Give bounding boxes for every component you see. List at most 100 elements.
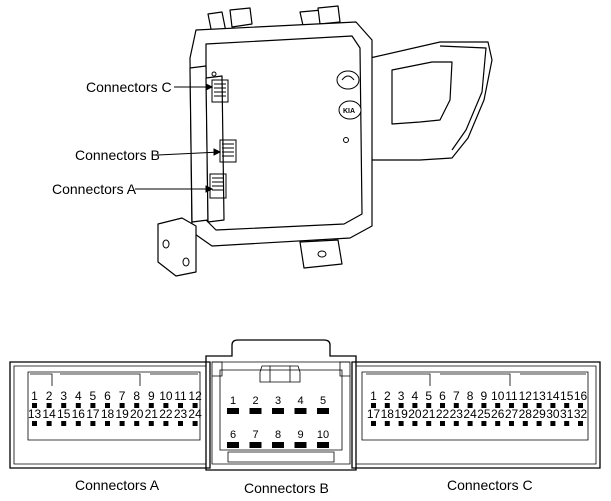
connector-c-pin-18 (384, 421, 390, 426)
connector-a-pin-5 (90, 403, 96, 408)
connector-b-pin-label-8: 8 (275, 429, 281, 441)
connector-c-pin-14 (550, 403, 556, 408)
connector-a-pin-label-20: 20 (130, 407, 144, 421)
connector-c-pin-label-7: 7 (453, 389, 460, 403)
connector-a-pin-17 (90, 421, 96, 426)
connector-c-pin-label-16: 16 (574, 389, 588, 403)
module-body (157, 5, 493, 277)
connector-b-pin-7 (249, 442, 262, 448)
connector-c-pin-label-21: 21 (422, 407, 436, 421)
connector-a-pin-label-9: 9 (148, 389, 155, 403)
callout-connectors-c: Connectors C (86, 79, 172, 95)
connector-c-pin-2 (384, 403, 390, 408)
connector-a-pin-13 (32, 421, 37, 426)
connector-a-pin-24 (192, 421, 198, 426)
connector-c-pin-label-3: 3 (398, 389, 405, 403)
connector-c-pin-12 (522, 403, 528, 408)
connector-b-pin-5 (317, 408, 329, 414)
connector-a-pin-label-15: 15 (57, 407, 71, 421)
connector-a-pin-12 (192, 403, 198, 408)
connector-a-pin-20 (134, 421, 140, 426)
connector-b-pin-label-6: 6 (230, 429, 236, 441)
connector-c-pin-label-1: 1 (370, 389, 377, 403)
connector-b-pin-6 (227, 442, 239, 448)
connector-c-pin-label-15: 15 (560, 389, 574, 403)
connector-a-pin-2 (46, 403, 52, 408)
connector-c-pin-label-8: 8 (467, 389, 474, 403)
connector-a-pin-8 (134, 403, 140, 408)
connector-b-pin-2 (249, 408, 262, 414)
brand-emblems (211, 70, 362, 143)
connector-c-pin-label-31: 31 (560, 407, 574, 421)
connector-c-pin-label-27: 27 (505, 407, 519, 421)
connector-c-pin-label-6: 6 (439, 389, 446, 403)
connector-a-pin-label-14: 14 (42, 407, 56, 421)
connector-c-pin-label-19: 19 (394, 407, 408, 421)
connector-c-pin-4 (412, 403, 418, 408)
callout-connectors-a: Connectors A (52, 181, 137, 197)
connector-a-pin-label-11: 11 (174, 389, 187, 403)
connector-a-pin-label-17: 17 (86, 407, 100, 421)
connector-c-pin-label-11: 11 (505, 389, 518, 403)
connector-a-pin-16 (75, 421, 81, 426)
connector-c-pin-17 (371, 421, 376, 426)
connector-b-caption: Connectors B (244, 480, 329, 496)
connector-b-pin-1 (227, 408, 239, 414)
module-connector-a (209, 173, 227, 199)
connector-c-pin-3 (398, 403, 404, 408)
connector-a-pin-19 (119, 421, 125, 426)
connector-c-pin-7 (453, 403, 459, 408)
connector-b-pin-4 (294, 408, 307, 414)
connector-b-pin-label-1: 1 (230, 395, 236, 407)
connector-c-pin-label-32: 32 (574, 407, 588, 421)
connector-a-pin-label-23: 23 (174, 407, 188, 421)
connector-c-pin-label-25: 25 (477, 407, 491, 421)
connector-c-pin-label-26: 26 (491, 407, 505, 421)
connector-b-pin-label-2: 2 (252, 395, 258, 407)
connector-a-pin-label-18: 18 (101, 407, 115, 421)
connector-c-pin-label-14: 14 (546, 389, 560, 403)
connector-c-pin-label-28: 28 (519, 407, 533, 421)
connector-c-pin-30 (550, 421, 556, 426)
connector-c-pin-label-10: 10 (491, 389, 505, 403)
connector-b-pin-8 (272, 442, 284, 448)
connector-a-pin-11 (178, 403, 183, 408)
connector-c-pin-21 (426, 421, 432, 426)
connector-c-pin-1 (371, 403, 376, 408)
connector-a-pin-label-4: 4 (75, 389, 82, 403)
brand-logo: KIA (343, 108, 355, 115)
connector-a-pin-23 (178, 421, 183, 426)
connector-a-pin-18 (105, 421, 110, 426)
connector-c-pin-28 (522, 421, 528, 426)
connector-c-pin-label-4: 4 (412, 389, 419, 403)
connector-c-pin-16 (578, 403, 583, 408)
module-connector-c (211, 79, 229, 103)
connector-a-pin-15 (61, 421, 67, 426)
connector-a-pin-1 (32, 403, 37, 408)
connector-a-pin-label-16: 16 (72, 407, 86, 421)
connector-c-pin-label-18: 18 (381, 407, 395, 421)
connector-c-pin-label-23: 23 (450, 407, 464, 421)
connector-b-pin-label-7: 7 (252, 429, 258, 441)
connector-a-pin-label-8: 8 (133, 389, 140, 403)
connector-a-pin-label-10: 10 (159, 389, 173, 403)
connector-c-pin-6 (440, 403, 445, 408)
connector-a-pin-22 (163, 421, 169, 426)
connector-c-pin-5 (426, 403, 432, 408)
connector-a-pin-label-6: 6 (104, 389, 111, 403)
connector-c-pin-label-13: 13 (532, 389, 546, 403)
connector-c-pin-label-5: 5 (425, 389, 432, 403)
connector-a-caption: Connectors A (75, 477, 160, 493)
connector-a-pin-label-12: 12 (188, 389, 202, 403)
connector-a-pin-label-19: 19 (115, 407, 129, 421)
connector-c-pin-11 (509, 403, 514, 408)
connector-c-pin-29 (536, 421, 542, 426)
connector-c-pin-19 (398, 421, 404, 426)
connector-c-pin-26 (495, 421, 501, 426)
connector-b-pin-label-5: 5 (320, 395, 326, 407)
connector-c-pin-15 (564, 403, 570, 408)
connector-a-pin-14 (46, 421, 52, 426)
